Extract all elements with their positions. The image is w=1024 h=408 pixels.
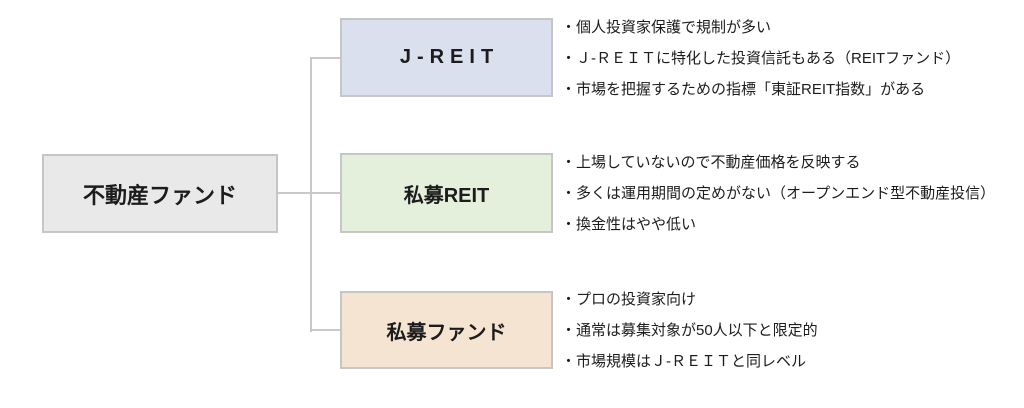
bullet-item: ・プロの投資家向け [561,291,697,308]
bullet-item: ・多くは運用期間の定めがない（オープンエンド型不動産投信） [561,185,996,202]
root-box-fudosan-fund: 不動産ファンド [42,154,278,233]
branch-box-shibo-fund: 私募ファンド [340,291,553,369]
bullet-item: ・通常は募集対象が50人以下と限定的 [561,322,818,339]
branch-box-jreit-label: J-REIT [399,46,500,68]
bullet-item: ・Ｊ-ＲＥＩＴに特化した投資信託もある（REITファンド） [561,50,961,67]
branch-box-shibo-reit: 私募REIT [340,153,553,233]
branch-box-jreit: J-REIT [340,18,553,97]
bullet-list-shibo-fund: ・プロの投資家向け ・通常は募集対象が50人以下と限定的 ・市場規模はＪ-ＲＥＩ… [561,284,1021,377]
bullet-list-shibo-reit: ・上場していないので不動産価格を反映する ・多くは運用期間の定めがない（オープン… [561,147,1021,240]
connector-branch3-line [310,329,340,331]
branch-box-shibo-fund-label: 私募ファンド [386,321,507,344]
root-box-label: 不動産ファンド [82,182,237,208]
branch-box-shibo-reit-label: 私募REIT [403,184,490,207]
connector-trunk-line [310,57,312,332]
connector-branch2-line [310,192,340,194]
bullet-item: ・上場していないので不動産価格を反映する [561,154,861,171]
bullet-list-jreit: ・個人投資家保護で規制が多い ・Ｊ-ＲＥＩＴに特化した投資信託もある（REITフ… [561,12,1021,105]
bullet-item: ・個人投資家保護で規制が多い [561,19,772,36]
bullet-item: ・市場規模はＪ-ＲＥＩＴと同レベル [561,353,806,370]
bullet-item: ・換金性はやや低い [561,216,697,233]
connector-root-line [278,192,311,194]
connector-branch1-line [310,57,340,59]
bullet-item: ・市場を把握するための指標「東証REIT指数」がある [561,81,926,98]
